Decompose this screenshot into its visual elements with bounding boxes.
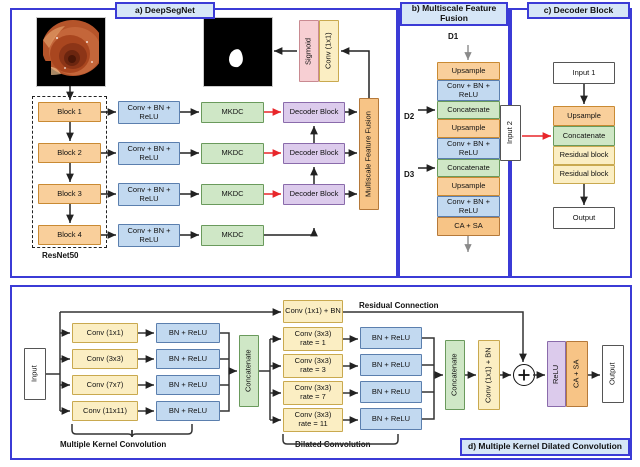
panel-b-input-d3: D3 bbox=[404, 170, 415, 179]
mkdc-bnrelu-2: BN + ReLU bbox=[156, 349, 220, 369]
decoder-block-3: Decoder Block bbox=[283, 184, 345, 205]
decoder-residual-block-2: Residual block bbox=[553, 165, 615, 184]
mkdc-input: Input bbox=[24, 348, 46, 400]
dilated-conv-label-2: Conv (3x3) bbox=[294, 356, 332, 366]
mkdc-conv-11x11: Conv (11x11) bbox=[72, 401, 138, 421]
decoder-block-2: Decoder Block bbox=[283, 143, 345, 164]
mkdc-add-operator bbox=[513, 364, 535, 386]
panel-b-title: b) Multiscale Feature Fusion bbox=[400, 2, 508, 26]
mkdc-conv-3x3: Conv (3x3) bbox=[72, 349, 138, 369]
dilated-conv-label-3: Conv (3x3) bbox=[294, 383, 332, 393]
mff-upsample-3: Upsample bbox=[437, 177, 500, 196]
mkdc-residual-connection-label: Residual Connection bbox=[359, 301, 439, 310]
resnet50-label: ResNet50 bbox=[42, 251, 79, 260]
mkdc-conv-1x1: Conv (1x1) bbox=[72, 323, 138, 343]
mkdc-dilated-conv-4: Conv (3x3) rate = 11 bbox=[283, 408, 343, 432]
resnet-block-2: Block 2 bbox=[38, 143, 101, 163]
dilated-group-label: Dilated Convolution bbox=[295, 440, 371, 449]
mkdc-concatenate-2: Concatenate bbox=[445, 340, 465, 410]
mkdc-dilated-conv-2: Conv (3x3) rate = 3 bbox=[283, 354, 343, 378]
decoder-upsample: Upsample bbox=[553, 106, 615, 126]
dilated-rate-label-1: rate = 1 bbox=[300, 338, 326, 347]
mkdc-bnrelu-4: BN + ReLU bbox=[156, 401, 220, 421]
conv-bn-relu-4: Conv + BN + ReLU bbox=[118, 224, 180, 247]
dilated-conv-box-1: Conv (3x3) rate = 1 bbox=[283, 327, 343, 351]
mkdc-dilated-bnrelu-3: BN + ReLU bbox=[360, 381, 422, 403]
conv-bn-relu-1: Conv + BN + ReLU bbox=[118, 101, 180, 124]
decoder-block-1: Decoder Block bbox=[283, 102, 345, 123]
mkdc-ca-sa: CA + SA bbox=[566, 341, 588, 407]
mkdc-concatenate-1: Concatenate bbox=[239, 335, 259, 407]
mkdc-dilated-bnrelu-4: BN + ReLU bbox=[360, 408, 422, 430]
mff-conv-bn-relu-1: Conv + BN + ReLU bbox=[437, 80, 500, 101]
decoder-input-1: Input 1 bbox=[553, 62, 615, 84]
mkdc-2: MKDC bbox=[201, 143, 264, 164]
panel-c-title: c) Decoder Block bbox=[527, 2, 630, 19]
mkdc-bnrelu-1: BN + ReLU bbox=[156, 323, 220, 343]
panel-d-title: d) Multiple Kernel Dilated Convolution bbox=[460, 438, 630, 456]
conv-bn-relu-3: Conv + BN + ReLU bbox=[118, 183, 180, 206]
decoder-input-2: Input 2 bbox=[500, 105, 521, 161]
mff-conv-bn-relu-3: Conv + BN + ReLU bbox=[437, 196, 500, 217]
resnet-block-3: Block 3 bbox=[38, 184, 101, 204]
mkdc-1: MKDC bbox=[201, 102, 264, 123]
panel-b-input-d1: D1 bbox=[448, 32, 459, 41]
mkdc-dilated-conv-3: Conv (3x3) rate = 7 bbox=[283, 381, 343, 405]
dilated-rate-label-3: rate = 7 bbox=[300, 392, 326, 401]
mkdc-relu: ReLU bbox=[547, 341, 566, 407]
mff-ca-sa: CA + SA bbox=[437, 217, 500, 236]
mkdc-4: MKDC bbox=[201, 225, 264, 246]
mkdc-dilated-conv-1: Conv (3x3) rate = 1 bbox=[283, 327, 343, 351]
input-endoscopy-image bbox=[36, 17, 106, 87]
dilated-rate-label-4: rate = 11 bbox=[298, 419, 328, 428]
mkc-group-label: Multiple Kernel Convolution bbox=[60, 440, 167, 449]
dilated-conv-box-3: Conv (3x3) rate = 7 bbox=[283, 381, 343, 405]
dilated-conv-box-4: Conv (3x3) rate = 11 bbox=[283, 408, 343, 432]
decoder-residual-block-1: Residual block bbox=[553, 146, 615, 165]
panel-a-title: a) DeepSegNet bbox=[115, 2, 215, 19]
resnet-block-1: Block 1 bbox=[38, 102, 101, 122]
mkdc-dilated-bnrelu-2: BN + ReLU bbox=[360, 354, 422, 376]
decoder-output: Output bbox=[553, 207, 615, 229]
dilated-conv-box-2: Conv (3x3) rate = 3 bbox=[283, 354, 343, 378]
mkdc-3: MKDC bbox=[201, 184, 264, 205]
output-mask-image bbox=[203, 17, 273, 87]
mff-concatenate-1: Concatenate bbox=[437, 101, 500, 119]
mkdc-dilated-bnrelu-1: BN + ReLU bbox=[360, 327, 422, 349]
mff-concatenate-2: Concatenate bbox=[437, 159, 500, 177]
decoder-concatenate: Concatenate bbox=[553, 126, 615, 146]
resnet-block-4: Block 4 bbox=[38, 225, 101, 245]
dilated-rate-label-2: rate = 3 bbox=[300, 365, 326, 374]
panel-b-input-d2: D2 bbox=[404, 112, 415, 121]
multiscale-feature-fusion-block: Multiscale Feature Fusion bbox=[359, 98, 379, 210]
mff-upsample-1: Upsample bbox=[437, 62, 500, 80]
mff-upsample-2: Upsample bbox=[437, 119, 500, 138]
mff-conv-bn-relu-2: Conv + BN + ReLU bbox=[437, 138, 500, 159]
mkdc-conv-7x7: Conv (7x7) bbox=[72, 375, 138, 395]
mkdc-bnrelu-3: BN + ReLU bbox=[156, 375, 220, 395]
conv-bn-relu-2: Conv + BN + ReLU bbox=[118, 142, 180, 165]
dilated-conv-label-1: Conv (3x3) bbox=[294, 329, 332, 339]
sigmoid-block: Sigmoid bbox=[299, 20, 319, 82]
mkdc-output: Output bbox=[602, 345, 624, 403]
mkdc-residual-conv: Conv (1x1) + BN bbox=[283, 300, 343, 323]
dilated-conv-label-4: Conv (3x3) bbox=[294, 410, 332, 420]
conv1x1-block: Conv (1x1) bbox=[319, 20, 339, 82]
mkdc-conv1x1-bn: Conv (1x1) + BN bbox=[478, 340, 500, 410]
